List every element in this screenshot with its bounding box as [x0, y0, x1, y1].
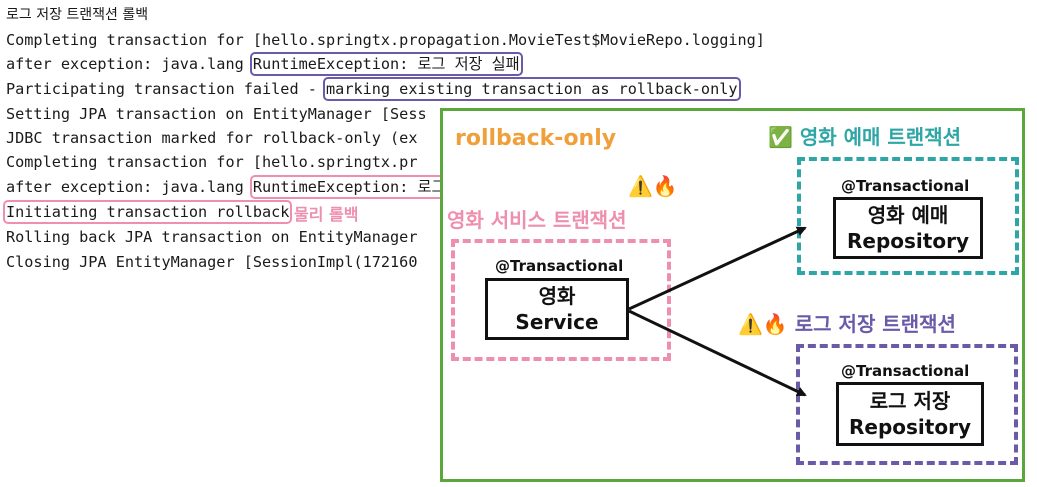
movie-service-tx-title: 영화 서비스 트랜잭션: [447, 208, 627, 232]
check-icon: ✅: [768, 125, 793, 149]
log-line-9: Initiating transaction rollback: [2, 200, 293, 224]
movie-service-line1: 영화: [538, 284, 576, 308]
log-line-4-highlight: marking existing transaction as rollback…: [323, 77, 741, 101]
warning-fire-icon: ⚠️🔥: [738, 312, 788, 336]
diagram-panel: rollback-only ✅ 영화 예매 트랜잭션 ⚠️🔥 영화 서비스 트랜…: [440, 108, 1025, 482]
reserve-repo-annotation: @Transactional: [841, 177, 970, 195]
log-save-tx-label: 로그 저장 트랜잭션: [794, 312, 956, 336]
arrow-to-reserve-repository: [628, 226, 807, 311]
log-line-10: Rolling back JPA transaction on EntityMa…: [6, 228, 418, 246]
reserve-repo-line2: Repository: [847, 229, 969, 253]
log-line-11: Closing JPA EntityManager [SessionImpl(1…: [6, 253, 418, 271]
log-line-8-prefix: after exception: java.lang: [6, 178, 244, 196]
rollback-only-label: rollback-only: [455, 126, 617, 151]
physical-rollback-note: 물리 롤백: [294, 205, 359, 224]
movie-reserve-tx-box: [797, 157, 1019, 275]
movie-service-tx-box: [451, 239, 671, 361]
movie-reserve-tx-title: ✅ 영화 예매 트랜잭션: [768, 121, 961, 150]
movie-reserve-tx-label: 영화 예매 트랜잭션: [799, 125, 962, 149]
log-line-3: after exception: java.lang RuntimeExcept…: [6, 52, 523, 76]
log-repo-line2: Repository: [849, 415, 971, 439]
log-line-6: JDBC transaction marked for rollback-onl…: [6, 129, 418, 147]
service-annotation: @Transactional: [495, 257, 624, 275]
reserve-repo-line1: 영화 예매: [867, 203, 949, 227]
log-line-3-prefix: after exception: java.lang: [6, 55, 244, 73]
warning-fire-icon: ⚠️🔥: [628, 174, 678, 198]
log-line-5: Setting JPA transaction on EntityManager…: [6, 105, 427, 123]
movie-service-line2: Service: [515, 310, 599, 334]
log-line-1: 로그 저장 트랜잭션 롤백: [6, 7, 149, 23]
log-line-4-prefix: Participating transaction failed -: [6, 80, 327, 98]
call-arrows: [628, 226, 807, 397]
movie-reserve-repository-box: 영화 예매 Repository: [833, 197, 983, 259]
arrow-to-log-repository: [628, 309, 807, 397]
log-line-9-highlight: Initiating transaction rollback: [2, 200, 293, 224]
log-save-tx-box: [796, 344, 1018, 465]
movie-service-box: 영화 Service: [485, 278, 629, 340]
log-line-3-highlight: RuntimeException: 로그 저장 실패: [249, 52, 523, 76]
log-save-repository-box: 로그 저장 Repository: [836, 382, 984, 446]
log-repo-line1: 로그 저장: [869, 389, 951, 413]
log-line-7: Completing transaction for [hello.spring…: [6, 153, 418, 171]
log-save-tx-title: ⚠️🔥 로그 저장 트랜잭션: [738, 308, 956, 337]
log-line-4: Participating transaction failed - marki…: [6, 77, 741, 101]
log-line-2: Completing transaction for [hello.spring…: [6, 31, 765, 49]
log-repo-annotation: @Transactional: [841, 362, 970, 380]
